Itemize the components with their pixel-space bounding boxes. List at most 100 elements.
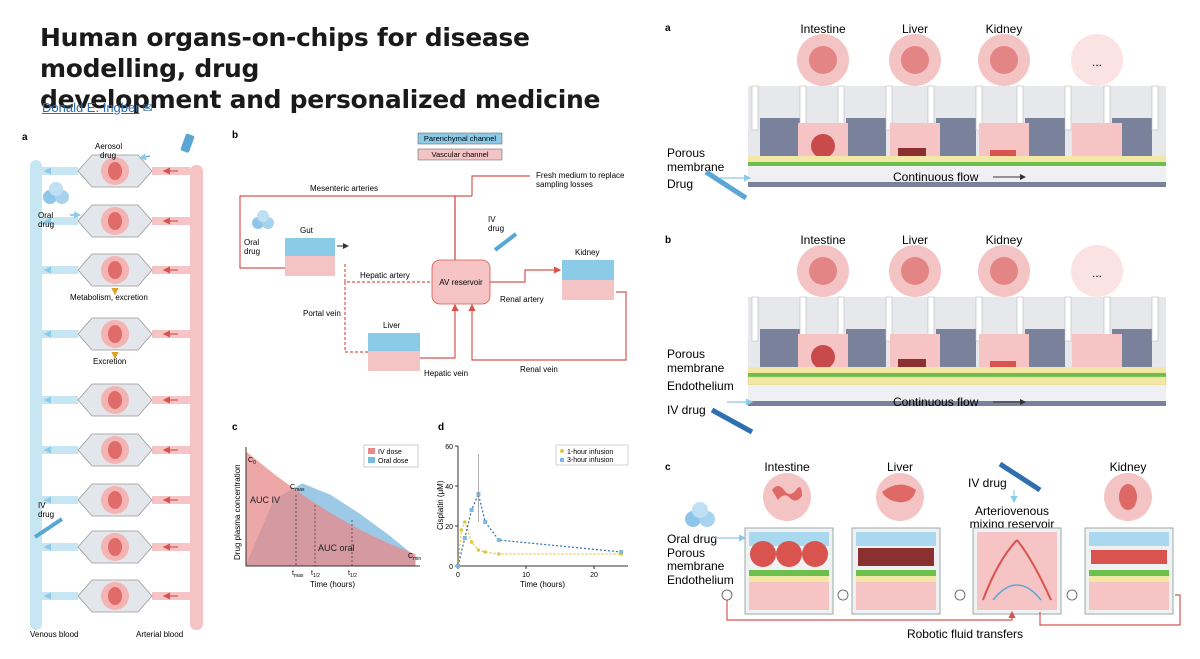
legend-vascular bbox=[417, 148, 503, 161]
chip-membrane bbox=[749, 570, 829, 576]
plate-rib bbox=[751, 296, 759, 342]
c-cmin: Cmin bbox=[408, 553, 421, 562]
panel-c-chart: c Drug plasma concentration Time (hours)… bbox=[232, 422, 421, 589]
ra-syringe-icon bbox=[704, 169, 748, 201]
b-iv-label-1: IV bbox=[488, 215, 496, 224]
pump-icon bbox=[721, 589, 733, 601]
kidney-tissue bbox=[990, 361, 1016, 367]
c-legend-oral-swatch bbox=[368, 457, 375, 463]
rc-oral-drug: Oral drug bbox=[667, 532, 717, 546]
rc-kidney-shape bbox=[1119, 484, 1137, 510]
d-point bbox=[463, 520, 467, 524]
rc-organ-liver: Liver bbox=[887, 460, 913, 474]
organ-well bbox=[1072, 334, 1122, 369]
endothelium-layer bbox=[747, 376, 1167, 386]
envelope-icon[interactable]: ✉ bbox=[142, 101, 153, 115]
d-point bbox=[619, 550, 624, 554]
c-legend-oral: Oral dose bbox=[378, 458, 408, 465]
renal-artery-line bbox=[490, 266, 562, 283]
fresh-label-2: sampling losses bbox=[536, 180, 593, 189]
chip-endothelium bbox=[749, 576, 829, 582]
liver-icon bbox=[901, 46, 929, 74]
rb-label: b bbox=[665, 235, 671, 246]
organ-circle bbox=[1071, 245, 1123, 297]
gut-chip-bottom bbox=[285, 256, 335, 276]
pump-icon bbox=[1066, 589, 1078, 601]
chip-vascular bbox=[749, 582, 829, 610]
d-xtick-label: 10 bbox=[522, 572, 530, 579]
hepatocyte-layer bbox=[858, 548, 934, 566]
hepatic-artery-label: Hepatic artery bbox=[360, 271, 410, 280]
title-line-2: development and personalized medicine bbox=[40, 85, 601, 114]
hepatic-artery-line bbox=[344, 281, 430, 353]
kidney-tissue bbox=[990, 150, 1016, 156]
chip-vascular bbox=[1089, 582, 1169, 610]
villus bbox=[776, 541, 802, 567]
intestine-icon bbox=[809, 46, 837, 74]
kidney-label: Kidney bbox=[575, 248, 599, 257]
rc-pill-icon-3 bbox=[692, 502, 708, 518]
author-link[interactable]: Donald E. Ingber✉ bbox=[42, 100, 153, 115]
b-oral-label-1: Oral bbox=[244, 238, 259, 247]
rb-iv-drug: IV drug bbox=[667, 403, 706, 417]
venous-label: Venous blood bbox=[30, 630, 79, 639]
c-c0: C0 bbox=[248, 457, 256, 466]
rc-chip-row bbox=[715, 527, 1181, 626]
legend-parenchymal bbox=[417, 132, 503, 145]
organ-circle bbox=[1071, 34, 1123, 86]
d-ytick-label: 60 bbox=[445, 444, 453, 451]
chip-membrane bbox=[856, 570, 936, 576]
kidney-icon bbox=[990, 46, 1018, 74]
chip-vascular bbox=[856, 582, 936, 610]
rc-organ-kidney: Kidney bbox=[1110, 460, 1147, 474]
renal-vein-line bbox=[468, 291, 627, 361]
d-ytick-label: 0 bbox=[449, 564, 453, 571]
right-panel-b-labels: b Intestine Liver Kidney ... Porous memb… bbox=[665, 233, 1102, 435]
title-line-1: Human organs-on-chips for disease modell… bbox=[40, 23, 530, 83]
d-legend-2: 3-hour infusion bbox=[567, 457, 613, 464]
ra-organ-intestine: Intestine bbox=[800, 22, 846, 36]
panel-b-schematic: b Parenchymal channel Vascular channel M… bbox=[232, 130, 627, 378]
panel-c-label: c bbox=[232, 422, 238, 433]
hepatic-vein-line bbox=[420, 303, 459, 359]
channel-base bbox=[748, 401, 1166, 406]
reservoir-block bbox=[1025, 329, 1065, 369]
villus bbox=[802, 541, 828, 567]
right-panel-a bbox=[748, 34, 1166, 187]
rc-porous-2: membrane bbox=[667, 559, 725, 573]
rc-organ-intestine: Intestine bbox=[764, 460, 810, 474]
renal-vein-label: Renal vein bbox=[520, 365, 558, 374]
mesenteric-label: Mesenteric arteries bbox=[310, 184, 378, 193]
c-tick-tmax: tmax bbox=[292, 570, 304, 579]
rb-flow: Continuous flow bbox=[893, 395, 979, 409]
panel-a-body-chip: a Aerosol drug Oral drug Metabolism, exc… bbox=[22, 132, 203, 639]
reservoir-block bbox=[760, 329, 800, 369]
rb-endothelium: Endothelium bbox=[667, 379, 734, 393]
reservoir-block bbox=[846, 118, 886, 158]
b-oral-label-2: drug bbox=[244, 247, 260, 256]
plate-rib bbox=[1151, 85, 1159, 131]
oral-drug-label-2: drug bbox=[38, 220, 54, 229]
excretion-label: Excretion bbox=[93, 357, 126, 366]
oral-pill-icon-3 bbox=[257, 210, 269, 222]
aerosol-arrow bbox=[138, 153, 151, 161]
c-ylabel: Drug plasma concentration bbox=[233, 464, 242, 560]
d-series-1-line bbox=[457, 520, 622, 567]
right-panel-c: c Intestine Liver Kidney IV drug Arterio… bbox=[665, 460, 1181, 641]
liver-tissue bbox=[898, 359, 926, 367]
rb-porous-1: Porous bbox=[667, 347, 705, 361]
rb-porous-2: membrane bbox=[667, 361, 725, 375]
chip-endothelium bbox=[856, 576, 936, 582]
porous-membrane bbox=[748, 162, 1166, 166]
robotic-line-2 bbox=[1039, 594, 1181, 626]
organ-well bbox=[1072, 123, 1122, 158]
panel-a-label: a bbox=[22, 132, 28, 143]
fresh-line-2 bbox=[471, 175, 530, 196]
hepatic-vein-label: Hepatic vein bbox=[424, 369, 468, 378]
chip-top-channel bbox=[856, 532, 936, 546]
villus bbox=[750, 541, 776, 567]
lung-icon bbox=[108, 162, 122, 180]
author-name[interactable]: Donald E. Ingber bbox=[42, 100, 140, 115]
